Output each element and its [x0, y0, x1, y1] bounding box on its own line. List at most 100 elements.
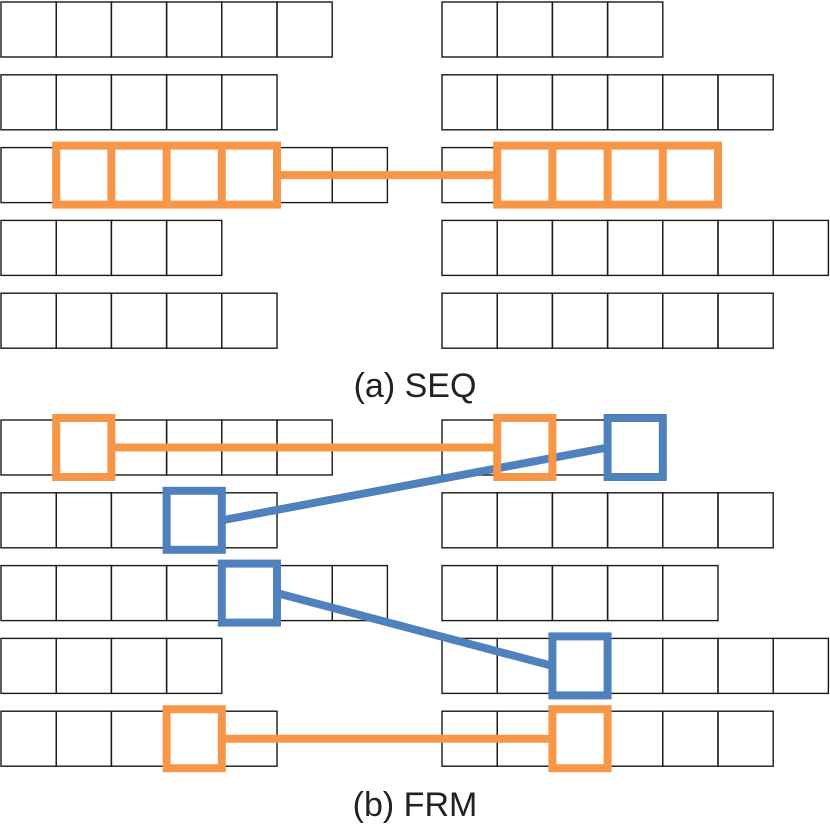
grid-cell: [606, 419, 664, 476]
grid-cell: [110, 74, 168, 131]
grid-cell: [496, 146, 554, 204]
grid-cell: [221, 1, 278, 58]
grid-cell: [55, 564, 113, 622]
grid-cell: [496, 1, 554, 58]
grid-cell: [110, 710, 168, 767]
grid-cell: [55, 492, 113, 549]
grid-cell: [55, 146, 113, 204]
grid-cell: [165, 564, 223, 622]
grid-cell: [110, 146, 168, 204]
grid-cell: [0, 419, 57, 476]
grid-cell: [606, 146, 664, 204]
grid-cell: [551, 710, 609, 767]
grid-cell: [551, 219, 609, 277]
grid-cell: [717, 710, 774, 767]
grid-cell: [110, 1, 168, 58]
grid-cell: [441, 74, 498, 131]
blue-highlight-box: [548, 632, 612, 700]
grid-cell: [0, 1, 57, 58]
grid-cell: [221, 564, 278, 622]
grid-cell: [110, 292, 168, 349]
grid-cell: [0, 219, 57, 277]
grid-cell: [165, 146, 223, 204]
grid-cell: [496, 292, 554, 349]
grid-cell: [662, 637, 719, 695]
grid-cell: [662, 146, 719, 204]
grid-cell: [606, 74, 664, 131]
grid-cell: [0, 637, 57, 695]
grid-cell: [606, 710, 664, 767]
grid-cell: [662, 564, 719, 622]
grid-cell: [110, 564, 168, 622]
grid-cell: [496, 564, 554, 622]
grid-cell: [606, 492, 664, 549]
grid-cell: [0, 74, 57, 131]
grid-cell: [606, 219, 664, 277]
grid-cell: [662, 219, 719, 277]
grid-cell: [551, 492, 609, 549]
blue-link-line: [221, 443, 609, 525]
grid-cell: [551, 146, 609, 204]
orange-highlight-box: [52, 414, 116, 481]
grid-cell: [662, 492, 719, 549]
grid-cell: [165, 492, 223, 549]
grid-cell: [110, 492, 168, 549]
blue-highlight-box: [217, 559, 282, 627]
orange-highlight-box: [493, 414, 557, 481]
grid-cell: [221, 146, 278, 204]
grid-cell: [110, 637, 168, 695]
grid-cell: [55, 419, 113, 476]
grid-cell: [606, 292, 664, 349]
grid-cell: [221, 74, 278, 131]
grid-cell: [55, 74, 113, 131]
grid-cell: [717, 292, 774, 349]
grid-cell: [0, 146, 57, 204]
grid-cell: [606, 564, 664, 622]
grid-cell: [165, 74, 223, 131]
grid-cell: [496, 219, 554, 277]
grid-cell: [165, 710, 223, 767]
blue-highlight-box: [603, 414, 667, 481]
grid-cell: [606, 637, 664, 695]
grid-cell: [55, 637, 113, 695]
grid-cell: [0, 292, 57, 349]
grid-cell: [0, 564, 57, 622]
grid-cell: [221, 292, 278, 349]
grid-cell: [276, 1, 333, 58]
grid-cell: [165, 637, 223, 695]
grid-cell: [441, 219, 498, 277]
grid-cell: [496, 74, 554, 131]
grid-cell: [772, 637, 830, 695]
grid-cell: [441, 564, 498, 622]
grid-cell: [551, 1, 609, 58]
grid-cell: [717, 637, 774, 695]
grid-cell: [717, 219, 774, 277]
grid-cell: [441, 1, 498, 58]
grid-cell: [496, 492, 554, 549]
grid-cell: [55, 292, 113, 349]
grid-cell: [55, 710, 113, 767]
grid-cell: [441, 292, 498, 349]
grid-cell: [662, 292, 719, 349]
grid-cell: [606, 1, 664, 58]
grid-cell: [717, 74, 774, 131]
grid-cell: [110, 219, 168, 277]
caption-seq: (a) SEQ: [353, 367, 477, 405]
grid-cell: [662, 710, 719, 767]
grid-cell: [331, 564, 389, 622]
orange-highlight-box: [548, 705, 612, 773]
grid-cell: [551, 292, 609, 349]
grid-cell: [662, 74, 719, 131]
grid-cell: [55, 1, 113, 58]
grid-cell: [551, 564, 609, 622]
grid-cell: [772, 219, 830, 277]
caption-frm: (b) FRM: [352, 786, 478, 824]
grid-cell: [717, 492, 774, 549]
grid-cell: [551, 74, 609, 131]
grid-cell: [165, 219, 223, 277]
grid-cell: [0, 710, 57, 767]
grid-cell: [165, 292, 223, 349]
grid-cell: [551, 637, 609, 695]
grid-cell: [441, 492, 498, 549]
